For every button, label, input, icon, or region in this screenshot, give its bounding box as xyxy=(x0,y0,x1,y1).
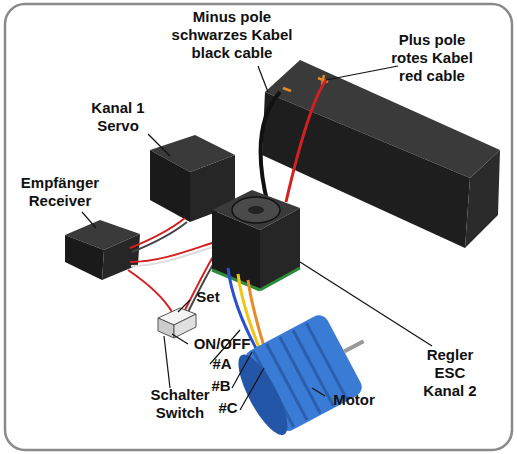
motor-rib xyxy=(306,323,346,399)
callout-label: #C xyxy=(211,399,245,417)
minus-mark xyxy=(283,88,291,91)
leader-line xyxy=(312,388,325,396)
callout-label: Kanal 1 Servo xyxy=(83,99,153,135)
callout-label: Empfänger Receiver xyxy=(14,174,106,210)
esc-fan-hub xyxy=(248,206,264,214)
leader-line xyxy=(258,66,268,92)
leader-line xyxy=(148,134,170,156)
servo-side xyxy=(150,150,190,222)
leader-line xyxy=(82,212,96,228)
leader-line xyxy=(164,336,170,388)
switch-side xyxy=(158,318,174,338)
callout-label: Set xyxy=(188,288,228,306)
motor xyxy=(229,301,384,441)
black-cable xyxy=(261,92,280,205)
callout-label: Motor xyxy=(324,391,384,409)
callout-label: Schalter Switch xyxy=(140,386,220,422)
callout-label: #A xyxy=(205,355,239,373)
servo-wire xyxy=(130,218,185,248)
callout-label: Regler ESC Kanal 2 xyxy=(415,346,485,400)
leader-line xyxy=(300,262,432,346)
red-cable xyxy=(286,80,326,202)
esc-fan xyxy=(232,197,280,223)
switch-front xyxy=(174,314,196,338)
leader-line xyxy=(178,300,190,312)
servo-wire xyxy=(132,222,187,252)
receiver-side xyxy=(65,235,104,280)
leader-line xyxy=(326,66,398,80)
motor-shaft xyxy=(344,341,363,351)
motor-rib xyxy=(280,337,320,413)
leader-line xyxy=(240,368,264,410)
receiver-front xyxy=(102,234,140,280)
callout-label: Minus pole schwarzes Kabel black cable xyxy=(167,8,297,62)
callout-label: ON/OFF xyxy=(186,335,258,353)
leader-line xyxy=(172,334,188,344)
leader-line xyxy=(232,352,252,388)
frame xyxy=(5,4,512,450)
esc-signal-wire xyxy=(131,246,216,266)
esc-board xyxy=(212,270,260,290)
esc-board xyxy=(260,268,300,290)
battery-end xyxy=(465,150,500,248)
switch-wire xyxy=(128,270,172,312)
motor-rib xyxy=(293,330,333,406)
callout-label: Plus pole rotes Kabel red cable xyxy=(382,31,482,85)
motor-end xyxy=(229,348,296,441)
